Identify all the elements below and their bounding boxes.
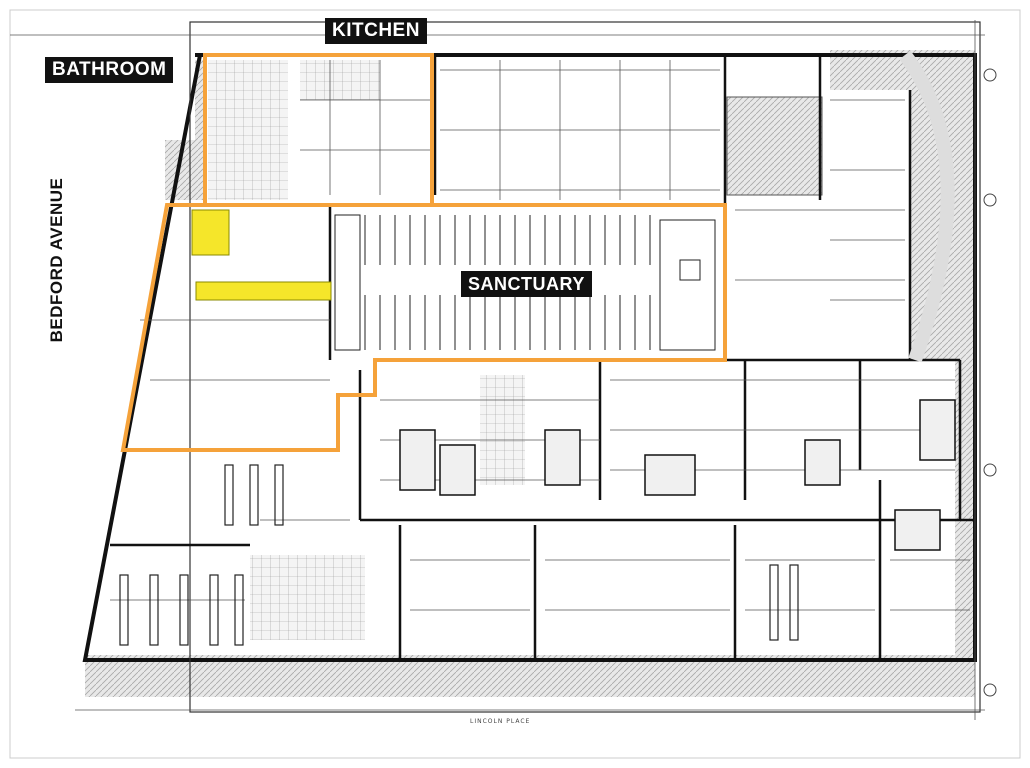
stair-cores (399, 399, 956, 551)
building-frame (189, 21, 981, 713)
plan-linework (10, 20, 985, 720)
curved-corner (899, 50, 955, 363)
bedford-avenue-label: BEDFORD AVENUE (47, 177, 66, 343)
highlight-corridor (195, 281, 332, 301)
kitchen-label: KITCHEN (325, 18, 427, 44)
grid-bubble (983, 68, 997, 82)
grid-bubble (983, 683, 997, 697)
outline-sanctuary (120, 203, 727, 452)
hatched-sidewalk-left (165, 60, 205, 200)
storage-racks (119, 464, 799, 646)
bathroom-label: BATHROOM (45, 57, 174, 83)
building-outline (82, 53, 977, 662)
stair-block-2 (480, 375, 525, 485)
sanctuary-pews (334, 214, 716, 351)
shaded-court (726, 96, 823, 196)
kitchen-tiles (300, 60, 380, 100)
bathroom-tiles (208, 60, 288, 200)
sheet-border (9, 9, 1021, 759)
hatched-sidewalk-right (830, 50, 975, 690)
grid-bubble (983, 193, 997, 207)
stair-block (250, 555, 365, 640)
sanctuary-label: SANCTUARY (461, 271, 592, 297)
lincoln-place-label: LINCOLN PLACE (470, 718, 531, 725)
grid-bubble (983, 463, 997, 477)
highlight-restroom (191, 209, 230, 256)
